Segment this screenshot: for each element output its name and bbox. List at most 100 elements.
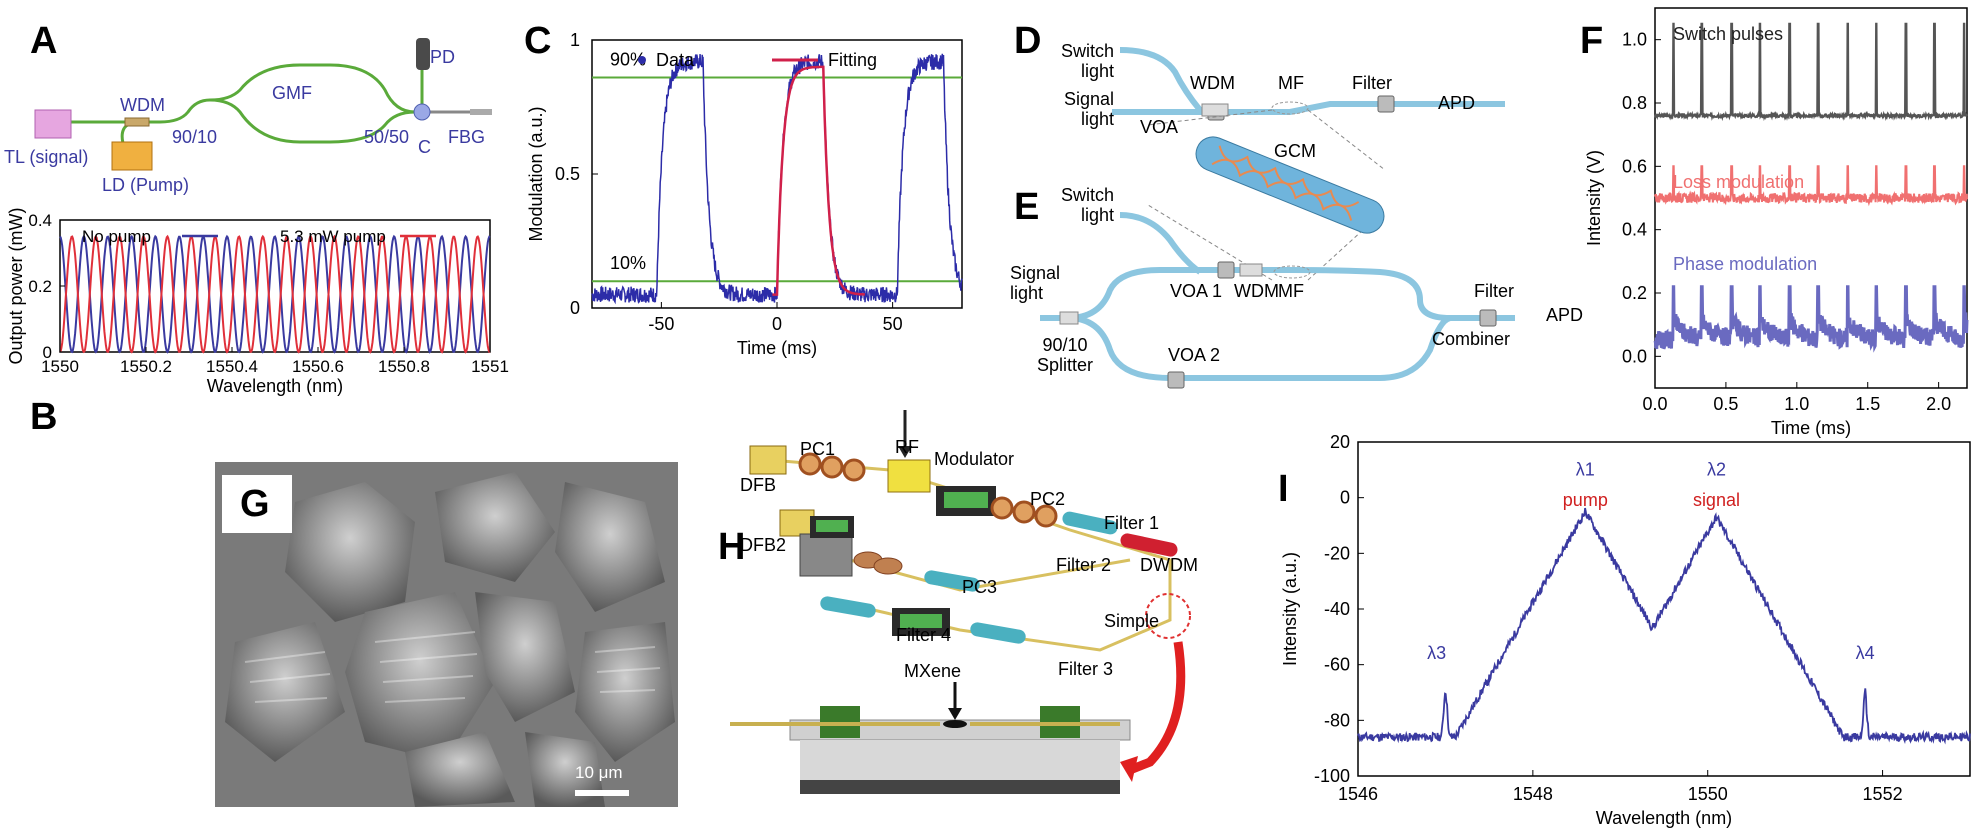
e-voa2: VOA 2 (1168, 345, 1221, 365)
panel-label-e: E (1014, 186, 1040, 228)
y-tick-label: 20 (1330, 432, 1350, 452)
annotation-lambda2: λ2 (1707, 459, 1726, 479)
d-filter: Filter (1352, 73, 1392, 93)
d-wdm: WDM (1190, 73, 1235, 93)
label-ld-pump: LD (Pump) (102, 175, 190, 195)
h-dwdm: DWDM (1140, 555, 1198, 575)
y-axis-label: Modulation (a.u.) (526, 106, 546, 241)
panel-g-label-box: G (222, 475, 292, 533)
x-axis-label: Wavelength (nm) (1596, 808, 1732, 828)
legend-label-0: No pump (82, 227, 151, 246)
h-pc1: PC1 (800, 439, 836, 459)
e-wdm: WDM (1234, 281, 1279, 301)
x-axis-label: Wavelength (nm) (207, 376, 343, 396)
y-tick-label: -100 (1314, 766, 1350, 786)
x-tick-label: 1546 (1338, 784, 1378, 804)
annotation-lambda3: λ3 (1427, 643, 1446, 663)
e-switch-light: Switch light (1060, 185, 1114, 225)
label-c: C (418, 137, 431, 157)
e-apd: APD (1546, 305, 1584, 325)
panel-label-b: B (30, 396, 58, 438)
x-tick-label: 2.0 (1926, 394, 1951, 414)
x-tick-label: 1.0 (1784, 394, 1809, 414)
x-tick-label: 0.0 (1642, 394, 1667, 414)
y-tick-label: 0.6 (1622, 156, 1647, 176)
h-filter3: Filter 3 (1058, 659, 1114, 679)
legend-label-data: Data (656, 50, 695, 70)
annotation-lambda1: λ1 (1576, 459, 1595, 479)
x-tick-label: 1552 (1863, 784, 1903, 804)
annotation-90: 90% (610, 50, 646, 70)
y-tick-label: -20 (1324, 543, 1350, 563)
panel-d-e-schematic (1040, 47, 1515, 389)
panel-label-d: D (1014, 20, 1042, 62)
annotation-switch-pulses: Switch pulses (1673, 24, 1783, 44)
y-tick-label: 0.2 (28, 277, 52, 296)
y-tick-label: 0 (43, 343, 52, 362)
annotation-lambda4: λ4 (1856, 643, 1875, 663)
y-tick-label: 0.4 (1622, 220, 1647, 240)
scale-bar-label: 10 μm (575, 763, 623, 782)
h-modulator: Modulator (934, 449, 1015, 469)
series-data (591, 53, 963, 305)
panel-label-a: A (30, 20, 58, 62)
legend-label-fitting: Fitting (828, 50, 877, 70)
panel-label-h: H (718, 526, 746, 568)
x-tick-label: 1550.4 (206, 357, 258, 376)
h-pc3: PC3 (962, 577, 998, 597)
h-filter1: Filter 1 (1104, 513, 1160, 533)
label-ratio-90-10: 90/10 (172, 127, 218, 147)
series-line-2 (1653, 285, 1969, 353)
series-line-0 (1654, 22, 1968, 122)
x-tick-label: -50 (648, 314, 674, 334)
d-signal-light: Signal light (1063, 89, 1114, 129)
x-tick-label: 1.5 (1855, 394, 1880, 414)
x-tick-label: 1550.2 (120, 357, 172, 376)
x-tick-label: 1550 (41, 357, 79, 376)
h-filter4: Filter 4 (896, 625, 952, 645)
y-tick-label: 0.2 (1622, 283, 1647, 303)
panel-label-i: I (1278, 468, 1289, 510)
h-filter2: Filter 2 (1056, 555, 1112, 575)
label-wdm: WDM (120, 95, 165, 115)
y-tick-label: 0 (1340, 488, 1350, 508)
sem-image: 10 μm (215, 462, 678, 807)
x-axis-label: Time (ms) (1771, 418, 1851, 438)
label-ratio-50-50: 50/50 (364, 127, 410, 147)
panel-label-g: G (240, 483, 270, 525)
h-simple: Simple (1104, 611, 1160, 631)
e-mf: MF (1278, 281, 1304, 301)
scale-bar (575, 790, 629, 796)
panel-label-c: C (524, 20, 552, 62)
d-voa: VOA (1140, 117, 1179, 137)
e-combiner: Combiner (1432, 329, 1511, 349)
series-fitting (772, 65, 865, 296)
y-tick-label: 0.4 (28, 211, 52, 230)
label-tl-signal: TL (signal) (4, 147, 89, 167)
d-gcm: GCM (1274, 141, 1316, 161)
d-mf: MF (1278, 73, 1304, 93)
label-gmf: GMF (272, 83, 312, 103)
x-tick-label: 1550.8 (378, 357, 430, 376)
panel-a-schematic (34, 38, 492, 171)
x-tick-label: 50 (883, 314, 903, 334)
y-axis-label: Intensity (V) (1584, 150, 1604, 246)
h-rf: RF (895, 437, 919, 457)
h-dfb2: DFB2 (740, 535, 787, 555)
label-pd: PD (430, 47, 456, 67)
e-voa1: VOA 1 (1170, 281, 1223, 301)
h-pc2: PC2 (1030, 489, 1066, 509)
y-tick-label: 0.0 (1622, 346, 1647, 366)
y-tick-label: -60 (1324, 655, 1350, 675)
y-tick-label: 1 (570, 30, 580, 50)
legend-label-1: 5.3 mW pump (280, 227, 386, 246)
x-tick-label: 0.5 (1713, 394, 1738, 414)
x-tick-label: 0 (772, 314, 782, 334)
annotation-signal: signal (1693, 490, 1740, 510)
h-mxene: MXene (904, 661, 962, 681)
panel-h-schematic (730, 410, 1191, 794)
wdm-coupler (124, 117, 150, 127)
